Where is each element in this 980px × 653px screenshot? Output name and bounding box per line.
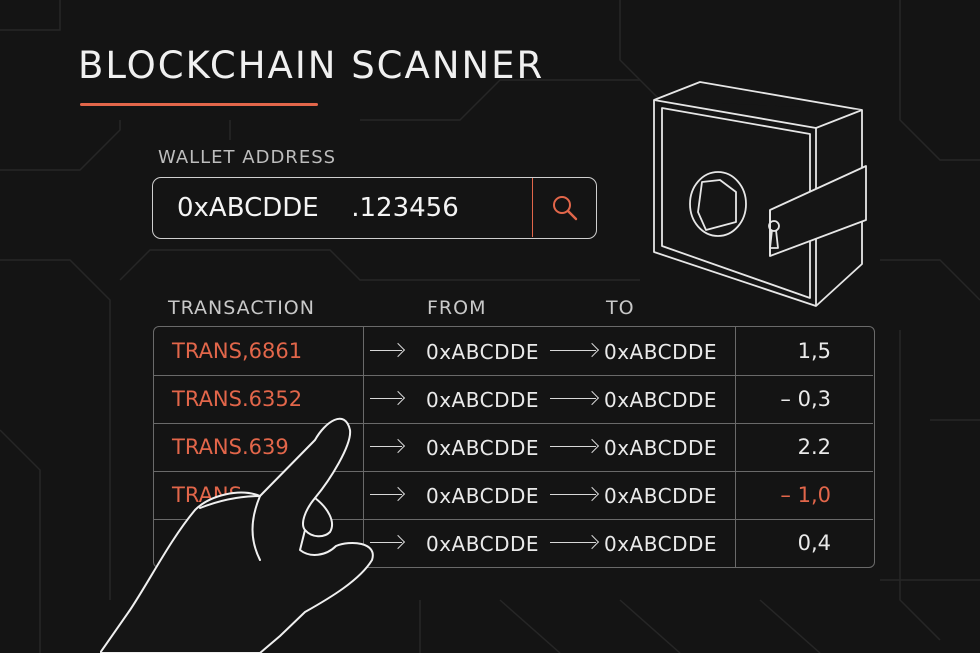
column-header-transaction: TRANSACTION [168,297,315,319]
row-divider [154,375,873,376]
arrow-icon [370,398,402,399]
search-icon [552,195,577,220]
table-divider [735,327,736,567]
wallet-address-input[interactable] [177,190,527,226]
arrow-icon [370,350,402,351]
to-address: 0xABCDDE [604,340,718,364]
arrow-icon [550,398,596,399]
column-header-from: FROM [427,297,487,319]
title-underline [80,103,318,106]
from-address: 0xABCDDE [426,388,540,412]
pointing-hand-icon [100,417,374,653]
page-title: BLOCKCHAIN SCANNER [78,44,545,87]
row-divider [154,471,873,472]
arrow-icon [550,446,596,447]
table-row[interactable]: TRANS.639 0xABCDDE 0xABCDDE 2.2 [154,423,873,472]
transaction-id[interactable]: TRANS,6861 [172,339,303,363]
arrow-icon [370,542,402,543]
amount: 2.2 [797,435,831,459]
amount: – 0,3 [780,387,831,411]
row-divider [154,519,873,520]
arrow-icon [370,494,402,495]
arrow-icon [370,446,402,447]
arrow-icon [550,542,596,543]
from-address: 0xABCDDE [426,532,540,556]
amount: – 1,0 [780,483,831,507]
to-address: 0xABCDDE [604,436,718,460]
amount: 1,5 [797,339,831,363]
table-row[interactable]: 0xABCDDE 0xABCDDE 0,4 [154,519,873,567]
transaction-id[interactable]: TRANS.639 [172,435,289,459]
from-address: 0xABCDDE [426,484,540,508]
table-divider [363,327,364,567]
arrow-icon [550,350,596,351]
column-header-to: TO [606,297,635,319]
row-divider [154,423,873,424]
table-row[interactable]: TRANS.6352 0xABCDDE 0xABCDDE – 0,3 [154,375,873,424]
wallet-icon [653,81,867,307]
to-address: 0xABCDDE [604,388,718,412]
amount: 0,4 [797,531,831,555]
from-address: 0xABCDDE [426,340,540,364]
transaction-id[interactable]: TRANS.6352 [172,387,303,411]
table-row[interactable]: TRANS,6861 0xABCDDE 0xABCDDE 1,5 [154,327,873,376]
arrow-icon [550,494,596,495]
transactions-table: TRANS,6861 0xABCDDE 0xABCDDE 1,5 TRANS.6… [153,326,875,568]
to-address: 0xABCDDE [604,484,718,508]
search-button[interactable] [532,178,596,237]
wallet-search-box [152,177,597,239]
wallet-address-label: WALLET ADDRESS [158,147,337,168]
table-row[interactable]: TRANS 0xABCDDE 0xABCDDE – 1,0 [154,471,873,520]
to-address: 0xABCDDE [604,532,718,556]
from-address: 0xABCDDE [426,436,540,460]
